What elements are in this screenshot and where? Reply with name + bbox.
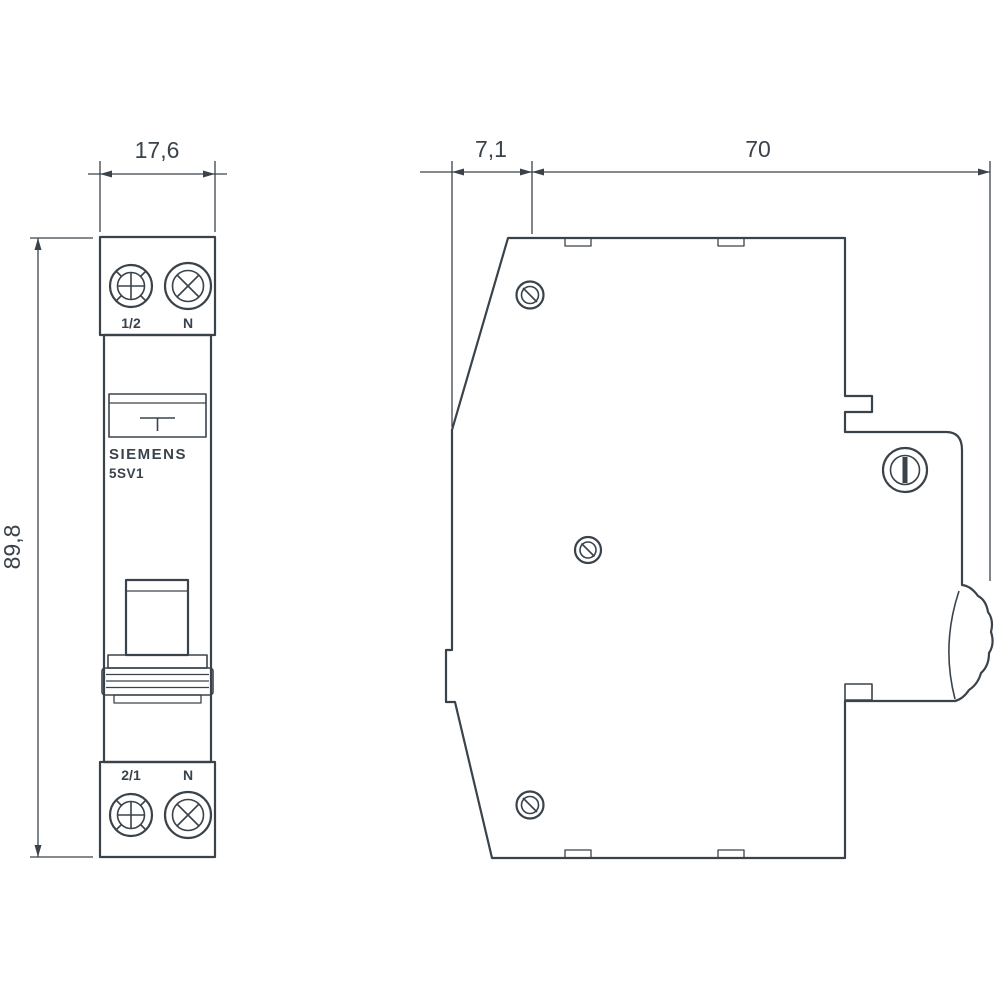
dim-width-label: 17,6 <box>135 137 180 163</box>
front-view: 1/2 N SIEMENS 5SV1 2/1 N <box>98 235 217 859</box>
front-bottom-terminal-block <box>98 760 217 859</box>
housing-screw-middle-icon <box>573 535 603 565</box>
bottom-notch-left <box>564 849 592 859</box>
top-notch-right <box>717 237 745 247</box>
front-body <box>102 333 213 764</box>
dim-body-depth-label: 70 <box>745 136 771 162</box>
model-label: 5SV1 <box>109 466 144 481</box>
housing-screw-bottom-icon <box>515 790 545 820</box>
terminal-screw-top-left-icon <box>108 263 154 309</box>
terminal-screw-top-right-icon <box>163 261 213 311</box>
dimension-front-depth: 7,1 <box>452 136 532 176</box>
dimension-height: 89,8 <box>0 237 93 858</box>
housing-screw-top-icon <box>515 280 545 310</box>
top-notch-left <box>564 237 592 247</box>
rail-release-screw-icon <box>881 446 929 494</box>
dim-height-label: 89,8 <box>0 525 25 570</box>
terminal-label-top-right: N <box>183 315 193 331</box>
test-button-window <box>108 393 207 438</box>
lower-latch-tab <box>844 683 873 701</box>
side-view-outline <box>444 236 994 860</box>
dimension-width: 17,6 <box>88 137 227 232</box>
dimension-body-depth: 70 <box>532 136 990 176</box>
side-view-dimensions: 7,1 70 <box>420 136 991 581</box>
switch-lever <box>101 578 214 704</box>
terminal-label-bottom-right: N <box>183 767 193 783</box>
bottom-notch-right <box>717 849 745 859</box>
terminal-screw-bottom-right-icon <box>163 790 213 840</box>
brand-label: SIEMENS <box>109 446 187 463</box>
front-view-dimensions: 17,6 89,8 <box>0 137 227 858</box>
terminal-label-top-left: 1/2 <box>121 315 141 331</box>
din-rail-clip <box>948 590 960 700</box>
side-view <box>444 236 994 860</box>
terminal-screw-bottom-left-icon <box>108 792 154 838</box>
terminal-label-bottom-left: 2/1 <box>121 767 141 783</box>
dim-front-depth-label: 7,1 <box>475 136 507 162</box>
